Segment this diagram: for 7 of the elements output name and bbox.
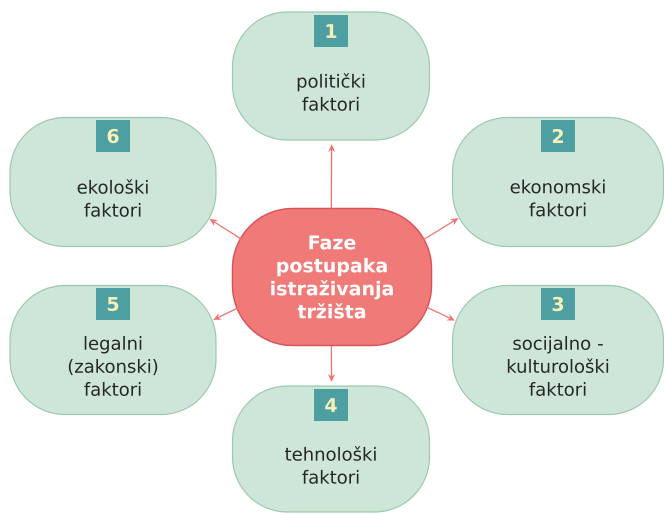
number-badge: 2 (541, 120, 575, 152)
number-badge: 3 (541, 288, 575, 320)
number-badge: 4 (314, 389, 348, 421)
number-badge: 6 (96, 120, 130, 152)
rounded-box: Faze postupaka istraživanja tržišta (232, 208, 432, 346)
number-badge: 1 (314, 15, 348, 47)
number-badge: 5 (96, 288, 130, 320)
